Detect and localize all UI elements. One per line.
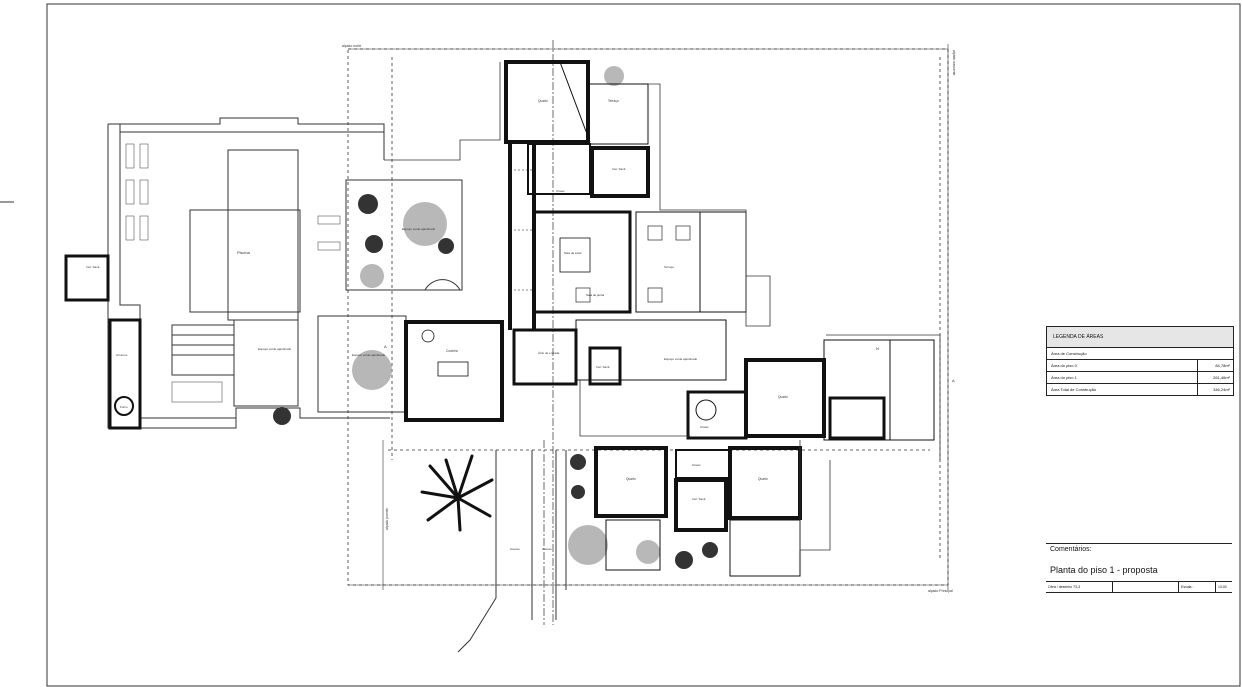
title-block-spacer <box>1113 582 1179 592</box>
axis-lines <box>543 40 554 625</box>
sheet-border <box>46 3 1241 687</box>
living-label: Sala de estar <box>564 251 582 255</box>
bottom-dimension-label: alçado Principal <box>928 589 953 593</box>
west-utility-block <box>64 254 142 430</box>
areas-legend-table: LEGENDA DE ÁREAS Área de Construção Área… <box>1046 326 1234 396</box>
garden-left-label: Espaço verde ajardinado <box>258 347 292 351</box>
area-label: Área de Construção <box>1051 351 1087 356</box>
wc-south-label: Inst. Sanit. <box>692 497 706 501</box>
room-top-label: Quarto <box>538 99 548 103</box>
room-south-a-label: Quarto <box>626 477 636 481</box>
area-value: 84,78m² <box>1197 360 1233 371</box>
east-wing <box>686 339 935 441</box>
kitchen-block <box>404 320 504 422</box>
left-dimension-label: alçado poente <box>385 508 389 530</box>
closet-south-label: Closet <box>692 463 701 467</box>
top-dimension-label: alçado norte <box>342 44 361 48</box>
sun-loungers <box>125 143 341 403</box>
comments-label: Comentários: <box>1050 546 1092 553</box>
north-arrow-label: N <box>876 346 879 351</box>
dining-label: Sala de jantar <box>586 293 605 297</box>
entrance-hall <box>512 319 727 386</box>
kitchen-label: Cozinha <box>446 349 458 353</box>
hall-label: Átrio de entrada <box>538 351 560 355</box>
table-row: Área do piso 0 84,78m² <box>1047 360 1233 372</box>
terrace-top-label: Terraço <box>608 99 619 103</box>
wc-top-label: Inst. Sanit. <box>612 167 626 171</box>
south-wing <box>594 446 802 577</box>
bbq-label: Forno <box>120 405 128 409</box>
vegetation <box>352 66 660 565</box>
scale-label: Escala : <box>1179 582 1216 592</box>
access-lane <box>457 450 567 653</box>
corridor-spine <box>508 142 536 330</box>
area-label: Área Total de Construção <box>1051 387 1097 392</box>
right-dimension-label: alçado nascente <box>952 50 956 76</box>
table-row: Área do piso 1 261,46m² <box>1047 372 1233 384</box>
area-value: 261,46m² <box>1197 372 1233 383</box>
wc-left-label: Inst. Sanit. <box>86 265 100 269</box>
area-label: Área do piso 0 <box>1051 363 1077 368</box>
scale-value: 1/100 <box>1218 585 1227 589</box>
room-south-b-label: Quarto <box>758 477 768 481</box>
pool-label: Piscina <box>237 250 251 255</box>
terrace-label: Terraço <box>664 265 674 269</box>
wc-mid-label: Inst. Sanit. <box>596 365 610 369</box>
table-row: Área de Construção <box>1047 348 1233 360</box>
areas-legend-header: LEGENDA DE ÁREAS <box>1047 327 1233 348</box>
north-wing <box>504 60 650 198</box>
outer-outlines <box>384 62 941 551</box>
area-label: Área do piso 1 <box>1051 375 1077 380</box>
section-a-label: A <box>952 378 955 383</box>
lane-b-label: Acesso <box>542 547 552 551</box>
dining-tables <box>575 225 691 303</box>
pool-area <box>107 117 390 429</box>
closet-top-label: Closet <box>556 189 565 193</box>
area-value: 346,24m² <box>1197 384 1233 395</box>
lane-a-label: Acesso <box>510 547 520 551</box>
drawing-title: Planta do piso 1 - proposta <box>1050 565 1158 575</box>
table-row: Área Total de Construção 346,24m² <box>1047 384 1233 395</box>
dark-trees <box>273 194 718 569</box>
section-b-label: A <box>384 344 387 349</box>
palm-tree <box>420 454 494 532</box>
garden-right-label: Espaço verde ajardinado <box>664 357 698 361</box>
living-block <box>532 210 747 314</box>
title-block-footer: Obra / desenho 73-3 Escala : 1/100 <box>1046 581 1232 593</box>
garden-mid-label: Espaço verde ajardinado <box>352 353 386 357</box>
title-block: Comentários: Planta do piso 1 - proposta… <box>1046 543 1232 593</box>
garden-top-label: Espaço verde ajardinado <box>402 227 436 231</box>
closet-east-label: Closet <box>700 425 709 429</box>
room-east-label: Quarto <box>778 395 788 399</box>
dimension-lines <box>348 44 949 590</box>
garage-label: Arrumos <box>116 353 128 357</box>
drawing-code: Obra / desenho 73-3 <box>1046 582 1113 592</box>
title-block-divider <box>1046 543 1232 544</box>
